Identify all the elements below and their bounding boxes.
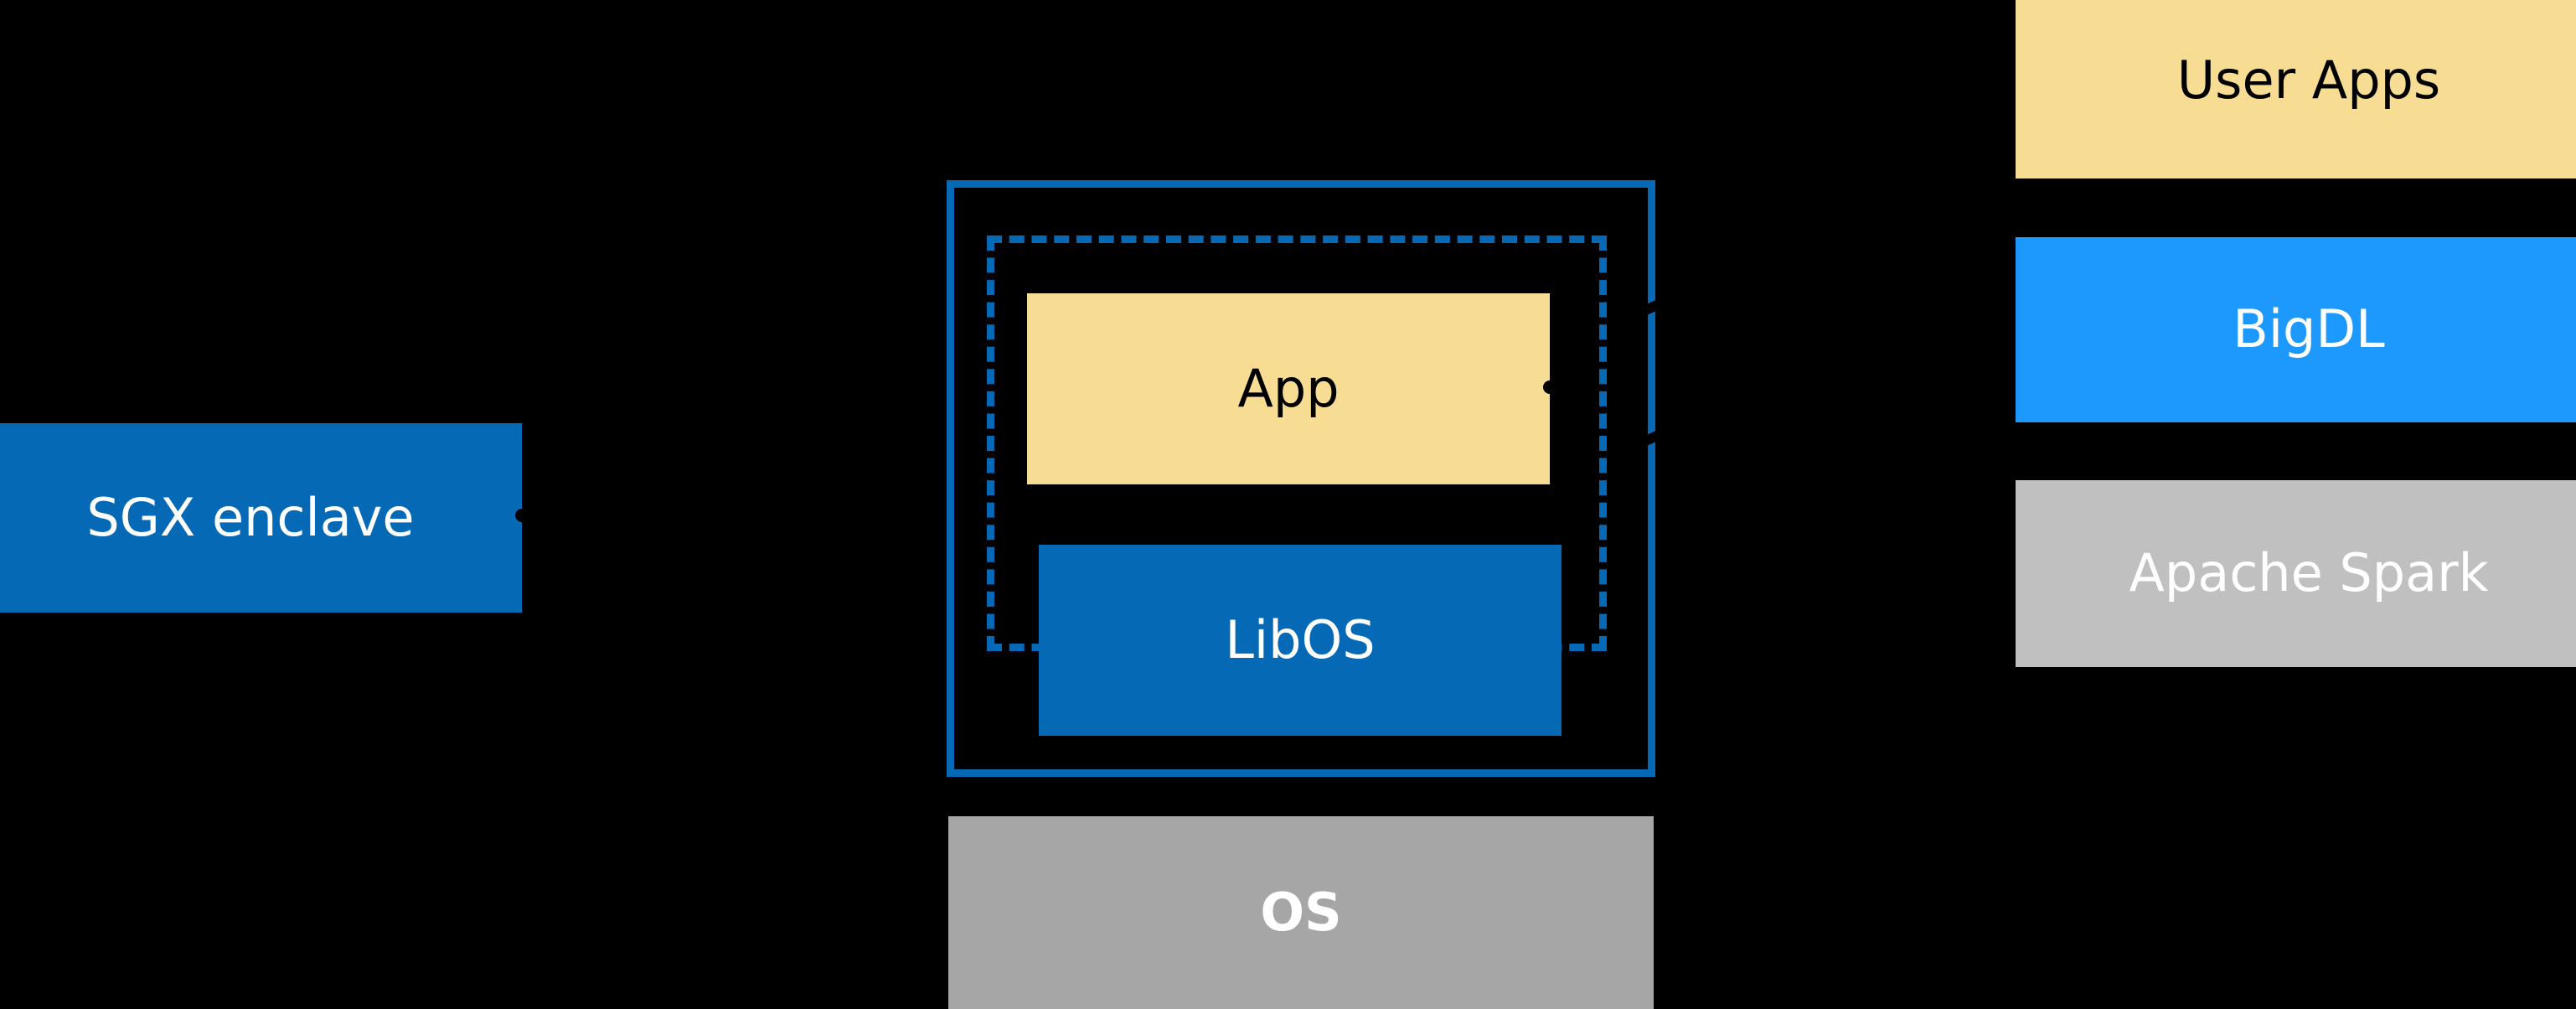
sgx-enclave-box: SGX enclave — [0, 423, 522, 613]
apache-spark-label: Apache Spark — [2129, 542, 2489, 604]
app-label: App — [1237, 357, 1340, 419]
os-box: OS — [948, 816, 1654, 1009]
app-connector-endpoint-icon — [1543, 380, 1556, 394]
os-label: OS — [1260, 881, 1342, 943]
apache-spark-box: Apache Spark — [2016, 480, 2576, 667]
sgx-enclave-label: SGX enclave — [86, 486, 415, 548]
user-apps-label: User Apps — [2176, 49, 2441, 111]
app-box: App — [1027, 293, 1550, 484]
libos-label: LibOS — [1225, 608, 1376, 670]
user-apps-box: User Apps — [2016, 0, 2576, 179]
bigdl-label: BigDL — [2233, 298, 2385, 360]
bigdl-box: BigDL — [2016, 237, 2576, 422]
libos-box: LibOS — [1039, 545, 1562, 736]
sgx-enclave-connector-endpoint-icon — [515, 509, 529, 522]
enclave-solid-boundary — [947, 180, 1655, 777]
